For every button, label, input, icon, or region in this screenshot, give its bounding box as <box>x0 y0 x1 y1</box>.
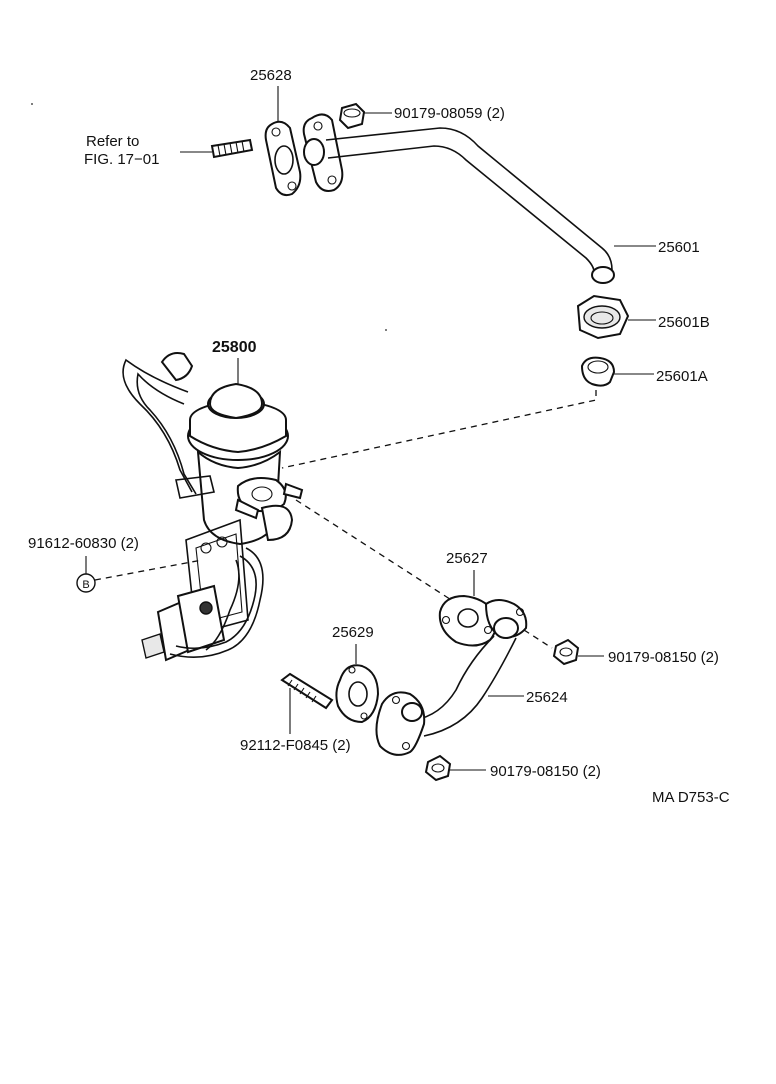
label-25800: 25800 <box>212 339 257 356</box>
label-25627: 25627 <box>446 550 488 567</box>
scan-dot <box>31 103 33 105</box>
egr-valve-icon <box>122 352 304 662</box>
label-25601a: 25601A <box>656 368 708 385</box>
refer-note-line2: FIG. 17−01 <box>84 151 159 168</box>
label-bolt-b: 91612-60830 (2) <box>28 535 139 552</box>
union-nut-icon <box>576 294 630 340</box>
top-gasket-icon <box>264 120 302 197</box>
guide-nut-right <box>523 629 553 649</box>
nut-right-icon <box>552 638 580 666</box>
label-25629: 25629 <box>332 624 374 641</box>
label-stud: 92112-F0845 (2) <box>240 737 351 754</box>
nut-bottom-icon <box>424 754 452 782</box>
guide-ring-valve <box>281 390 597 469</box>
scan-dot <box>385 329 387 331</box>
label-25601: 25601 <box>658 239 700 256</box>
ring-icon <box>580 356 616 387</box>
gasket-25629-icon <box>335 664 380 724</box>
bolt-b-symbol: B <box>82 579 89 591</box>
top-stud-icon <box>210 138 254 159</box>
lower-pipe-icon <box>375 599 528 756</box>
guide-valve-lower <box>295 499 471 613</box>
bolt-b-icon: B <box>76 573 96 593</box>
refer-note-line1: Refer to <box>86 133 139 150</box>
label-25624: 25624 <box>526 689 568 706</box>
lower-stud-icon <box>280 672 334 710</box>
label-25628: 25628 <box>250 67 292 84</box>
guide-bolt-b <box>94 559 203 581</box>
label-nut-right: 90179-08150 (2) <box>608 649 719 666</box>
label-nut-top: 90179-08059 (2) <box>394 105 505 122</box>
label-25601b: 25601B <box>658 314 710 331</box>
egr-pipe-icon <box>302 113 615 284</box>
figure-code: MA D753-C <box>652 789 730 806</box>
label-nut-bottom: 90179-08150 (2) <box>490 763 601 780</box>
top-nut-icon <box>338 102 366 130</box>
